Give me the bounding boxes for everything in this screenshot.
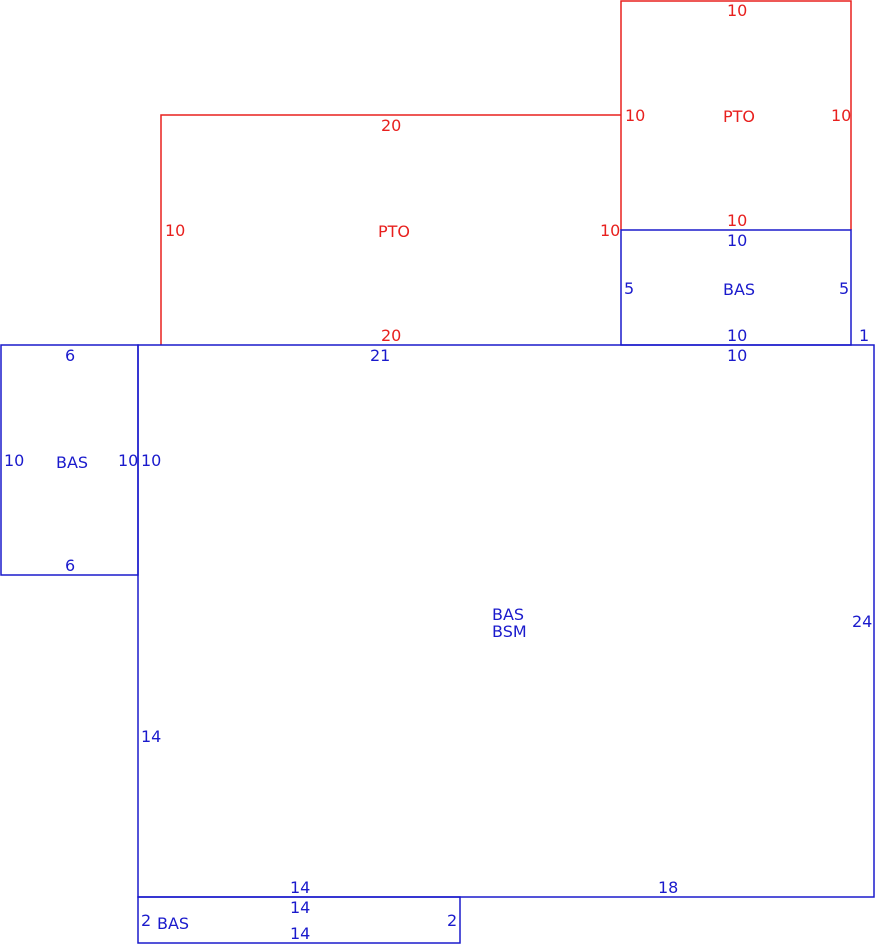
- pto-right-right-dim: 10: [831, 106, 851, 125]
- bas-left-left-dim: 10: [4, 451, 24, 470]
- bas-upper-top-dim: 10: [727, 231, 747, 250]
- bas-upper-code: BAS: [723, 280, 755, 299]
- main-bottom-right-dim: 18: [658, 878, 678, 897]
- pto-left-bottom-dim: 20: [381, 326, 401, 345]
- pto-right-left-dim: 10: [625, 106, 645, 125]
- pto-left-code: PTO: [378, 222, 410, 241]
- bas-upper-bottom-dim: 10: [727, 326, 747, 345]
- bas-left-top-dim: 6: [65, 346, 75, 365]
- main-left-upper-dim: 10: [141, 451, 161, 470]
- bas-left-code: BAS: [56, 453, 88, 472]
- main-right-dim: 24: [852, 612, 872, 631]
- pto-left-right-dim: 10: [600, 221, 620, 240]
- pto-right-code: PTO: [723, 107, 755, 126]
- main-bottom-left-dim: 14: [290, 878, 310, 897]
- bas-left-bottom-dim: 6: [65, 556, 75, 575]
- main-top-step-dim: 1: [859, 326, 869, 345]
- main-left-lower-dim: 14: [141, 727, 161, 746]
- main-code-bas: BAS: [492, 605, 524, 624]
- pto-left-top-dim: 20: [381, 116, 401, 135]
- pto-left-outline: [160, 114, 621, 345]
- bas-bottom-top-dim: 14: [290, 898, 310, 917]
- main-code-bsm: BSM: [492, 622, 527, 641]
- pto-right-top-dim: 10: [727, 1, 747, 20]
- bas-upper-left-dim: 5: [624, 279, 634, 298]
- bas-left-right-dim: 10: [118, 451, 138, 470]
- main-outline: [137, 344, 875, 898]
- main-top-right-dim: 10: [727, 346, 747, 365]
- bas-upper-right-dim: 5: [839, 279, 849, 298]
- bas-bottom-outline: [137, 896, 461, 944]
- pto-right-outline: [620, 0, 852, 230]
- bas-bottom-bottom-dim: 14: [290, 924, 310, 943]
- bas-bottom-right-dim: 2: [447, 911, 457, 930]
- main-top-left-dim: 21: [370, 346, 390, 365]
- bas-bottom-code: BAS: [157, 914, 189, 933]
- pto-left-left-dim: 10: [165, 221, 185, 240]
- bas-bottom-left-dim: 2: [141, 911, 151, 930]
- pto-right-bottom-dim: 10: [727, 211, 747, 230]
